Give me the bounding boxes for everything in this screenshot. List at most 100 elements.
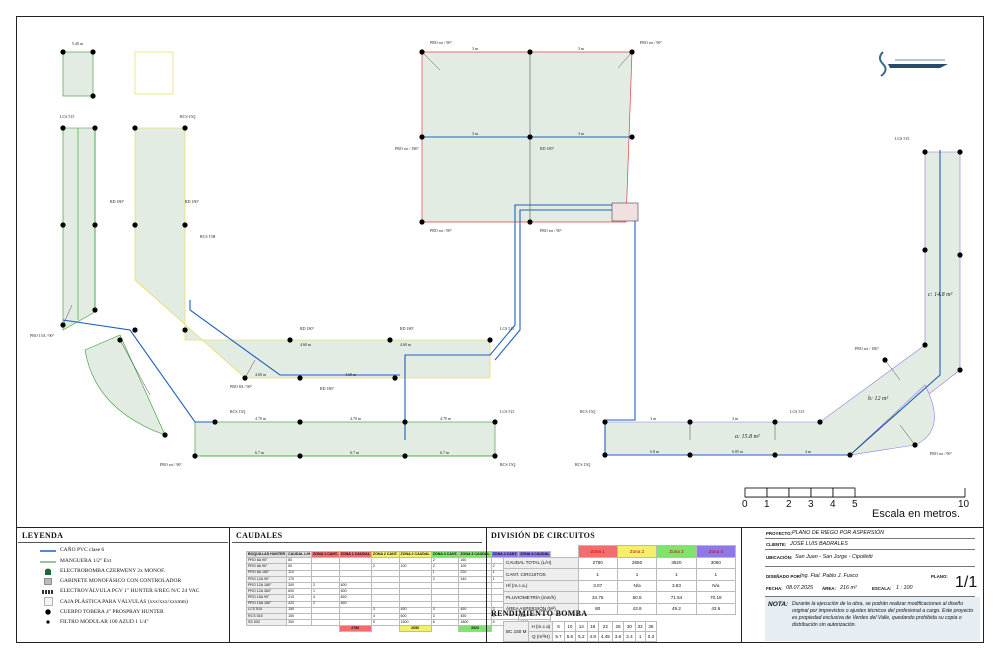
sprinkler-label: PRO rot / 90° [430, 228, 452, 233]
bomba-q-cell: 5.2 [575, 631, 588, 642]
bomba-q-cell: 4.45 [597, 631, 613, 642]
division-row-label: PLUVIOMETRÍA (mm/h) [503, 591, 579, 604]
dimension-label: 5.40 m [72, 41, 84, 46]
irrigation-plan: 3 m 3 m 3 m 3 m 5.40 m 4.60 m 4.60 m 4.6… [30, 40, 966, 498]
caudales-cell [247, 626, 287, 632]
pump-icon [45, 568, 51, 575]
bomba-h-cell: 18 [586, 621, 599, 632]
caudales-cell: SS 530 [245, 619, 288, 627]
disenado-label: DISEÑADO POR: [766, 574, 802, 579]
proyecto-label: PROYECTO: [766, 531, 793, 536]
division-corner-cell [504, 546, 579, 558]
disenado-value: Ing. Ftal. Pablo J. Fusco [800, 573, 859, 579]
dimension-label: 4.60 m [300, 342, 312, 347]
nota-label: NOTA: [768, 601, 789, 608]
dimension-label: 4.70 m [440, 416, 452, 421]
sprinkler-label: PRO rot / 90° [640, 40, 662, 45]
caudales-cell [371, 626, 399, 632]
sprinkler-label: LCS 515 [500, 326, 514, 331]
division-panel [486, 527, 742, 643]
legend-item-label: GABINETE MONOFÁSICO CON CONTROLADOR [60, 578, 182, 584]
division-cell: 43.8 [616, 602, 658, 615]
division-cell: 1 [616, 568, 658, 581]
scale-tick-label: 10 [958, 499, 970, 510]
sprinkler-label: RD 180° [185, 199, 200, 204]
dimension-label: 3 m [472, 46, 479, 51]
bomba-row-label: Q (m³/H) [528, 631, 554, 642]
division-row-label: Hf (m.c.a.) [503, 579, 579, 592]
bomba-row-label: H (m.c.a) [528, 621, 554, 632]
sprinkler-label: LCS 515 [500, 409, 514, 414]
sprinkler-label: LCS 515 [60, 114, 74, 119]
division-row-label: CANT. CIRCUITOS [503, 568, 579, 581]
division-cell: 1 [695, 568, 737, 581]
dimension-label: 6.85 m [732, 449, 744, 454]
caudales-divider [232, 542, 482, 543]
division-cell: 34.75 [577, 591, 618, 604]
sprinkler-label: RCS 15Q [580, 409, 596, 414]
escala-label: ESCALA: [872, 586, 892, 591]
dimension-label: 4.60 m [400, 342, 412, 347]
dimension-label: 3 m [578, 46, 585, 51]
zone-area-label: c: 14.8 m² [928, 291, 952, 298]
division-row-label: CAUDAL TOTAL (L/H) [503, 556, 579, 569]
division-zone-header: Zona 4 [695, 545, 737, 558]
cabinet-icon [44, 578, 52, 585]
sprinkler-label: LCS 515 [895, 136, 909, 141]
sprinkler-labels: PRO rot / 90° PRO rot / 90° PRO rot / 18… [30, 40, 952, 467]
legend-item-label: MANGUERA 1/2" Ext [60, 558, 112, 564]
caudales-total-cell: 3520 [458, 625, 492, 633]
legend-title: LEYENDA [22, 531, 64, 540]
title-block [16, 527, 984, 643]
fecha-label: FECHA: [766, 586, 783, 591]
plano-label: PLANO: [931, 574, 948, 579]
sprinkler-label: RCS 15H [200, 234, 216, 239]
division-cell: N/a [616, 579, 658, 592]
dimension-label: 6.7 m [350, 450, 360, 455]
division-cell: 71.54 [656, 591, 697, 604]
bomba-h-cell: 22 [597, 621, 613, 632]
dimension-label: 4.70 m [255, 416, 267, 421]
nota-text: Durante la ejecución de la obra, se podr… [792, 601, 974, 628]
sprinkler-label: RCS 15Q [575, 462, 591, 467]
legend-panel [16, 527, 230, 643]
dimension-label: 4.60 m [345, 372, 357, 377]
lawn-area-quarter-circle [84, 334, 166, 436]
zone-area-label: a: 15.8 m² [735, 434, 760, 440]
legend-item-label: CAJA PLÁSTICA PARA VÁLVULAS (xxx/xxx/xxx… [60, 599, 188, 605]
bomba-h-cell: 6 [552, 621, 565, 632]
sprinkler-label: LCS 515 [790, 409, 804, 414]
caudales-title: CAUDALES [236, 531, 283, 540]
dimension-label: 4.70 m [350, 416, 362, 421]
caudales-cell [431, 626, 459, 632]
legend-item-label: CAÑO PVC clase 6 [60, 547, 105, 553]
sprinkler-label: RCS 15Q [230, 409, 246, 414]
legend-divider [18, 542, 228, 543]
sprinkler-heads [60, 49, 963, 459]
filter-icon [46, 620, 50, 624]
dimension-label: 6.7 m [255, 450, 265, 455]
cliente-label: CLIENTE: [766, 542, 787, 547]
division-cell: N/a [695, 579, 737, 592]
caudales-cell [312, 626, 340, 632]
sprinkler-label: PRO rot / 90° [160, 462, 182, 467]
sprinkler-label: RCS 15Q [500, 462, 516, 467]
lawn-areas [62, 51, 961, 457]
zone-area-label: b: 12 m² [868, 396, 888, 402]
division-cell: 60.5 [616, 591, 658, 604]
proyecto-value: PLANO DE RIEGO POR ASPERSIÓN [792, 530, 885, 536]
plano-value: 1/1 [955, 574, 978, 591]
cliente-value: JOSÉ LUIS BADRALES [790, 541, 848, 547]
pvc-pipes [62, 136, 941, 456]
fecha-value: 08.07.2025 [786, 585, 813, 591]
scale-tick-label: 0 [742, 499, 748, 510]
